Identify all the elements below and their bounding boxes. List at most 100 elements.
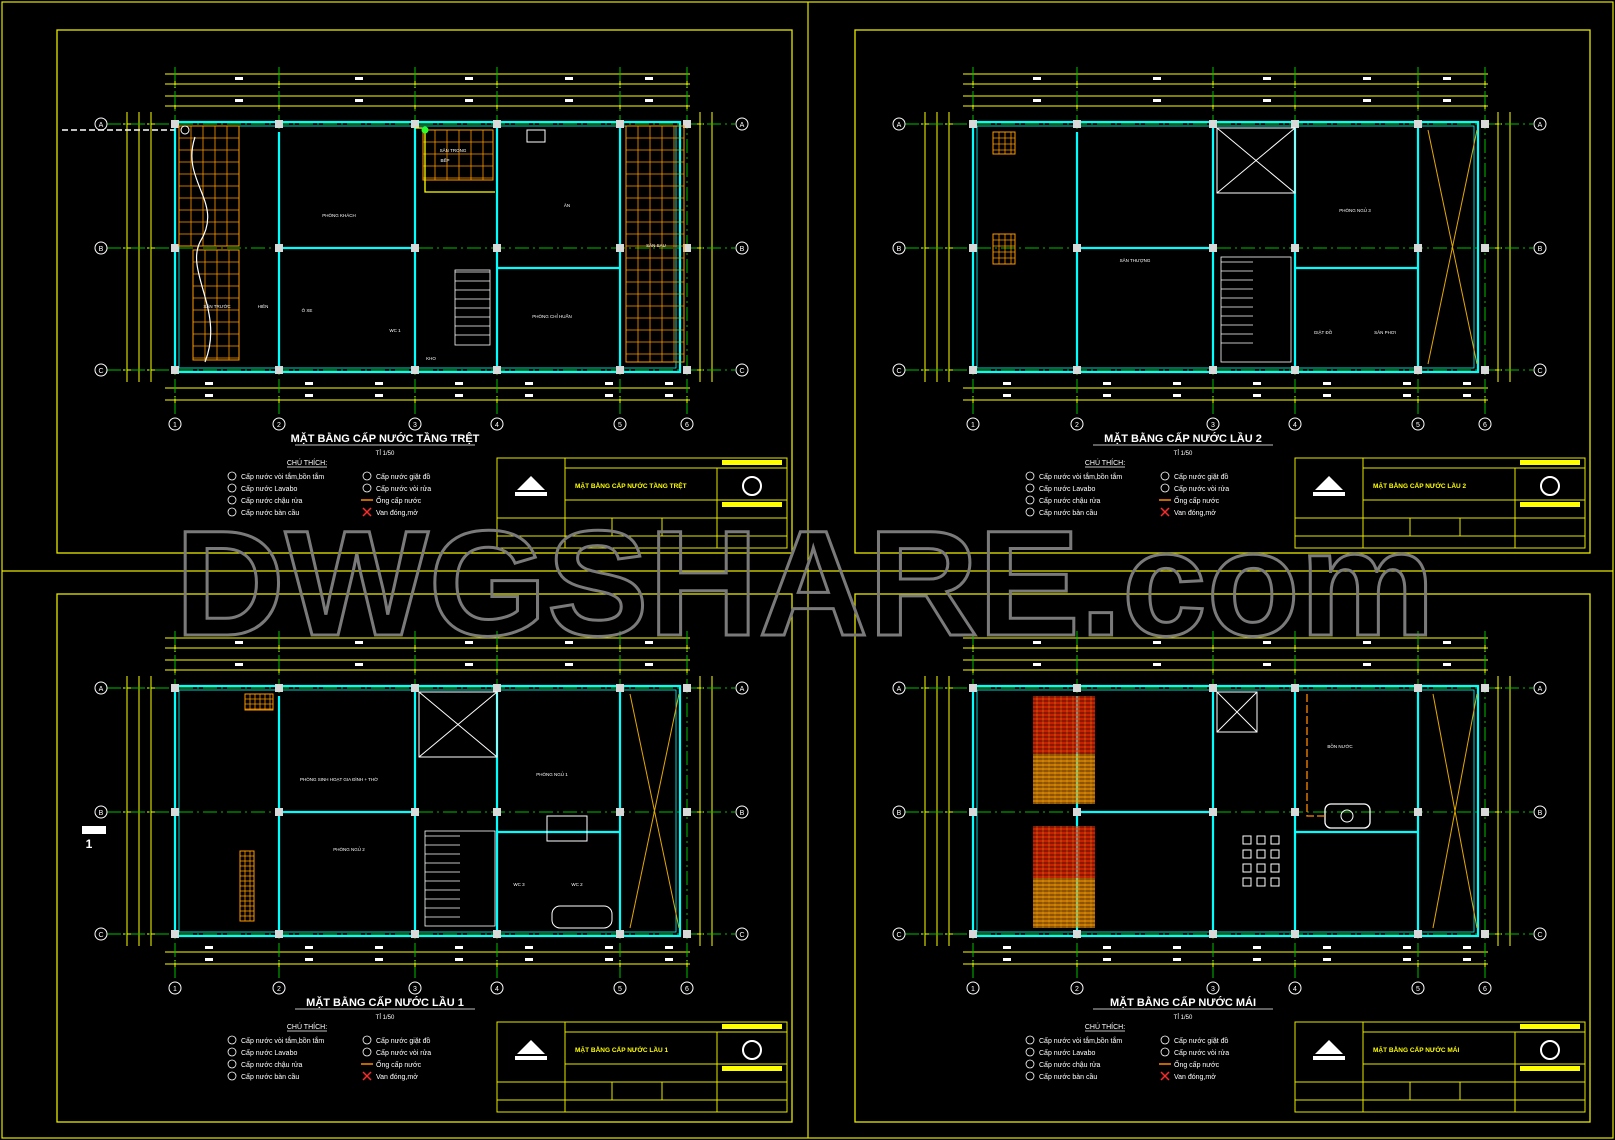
dimension-lines (921, 70, 1514, 404)
sheet-frame (56, 593, 793, 1123)
grid-bubble (408, 417, 422, 431)
grid-bubble (490, 981, 504, 995)
grid-label-x: 5 (1416, 986, 1420, 993)
grid-bubble (892, 117, 906, 131)
fixture-legend-icon (227, 1047, 237, 1057)
grid-label-x: 3 (1211, 986, 1215, 993)
grid-bubble (168, 417, 182, 431)
sink-icon (526, 129, 546, 143)
grid-label-y: A (1538, 122, 1543, 129)
void-opening (1216, 691, 1258, 733)
title-block (1294, 1021, 1586, 1113)
grid-bubble (1206, 981, 1220, 995)
room-label: SÂN THƯỢNG (1120, 257, 1151, 263)
grid-label-x: 2 (1075, 422, 1079, 429)
grid-bubble (680, 981, 694, 995)
legend-heading: CHÚ THÍCH: (1085, 458, 1125, 467)
legend-item-label: Cấp nước vòi tắm,bồn tắm (1039, 472, 1122, 481)
room-label: PHÒNG NGỦ 3 (1339, 207, 1371, 213)
company-logo-icon (1313, 492, 1345, 496)
grid-bubble (735, 117, 749, 131)
company-logo-icon (517, 476, 545, 490)
legend-item-label: Cấp nước chậu rửa (241, 1060, 303, 1069)
floor-tile-hatch (422, 129, 494, 181)
meter-icon (180, 125, 190, 135)
room-label: KHO (426, 356, 436, 361)
legend-item-label: Ống cấp nước (1174, 495, 1220, 505)
fixture-legend-icon (227, 471, 237, 481)
grid-label-y: C (896, 932, 901, 939)
grid-label-x: 2 (277, 986, 281, 993)
company-logo-icon (517, 1040, 545, 1054)
fixture-legend-icon (227, 483, 237, 493)
fixture-legend-icon (362, 1047, 372, 1057)
section-mark (82, 826, 106, 834)
sheet-scale: TỈ 1/50 (1174, 1014, 1193, 1021)
titleblock-bar (722, 502, 782, 507)
grid-label-y: C (1537, 368, 1542, 375)
floor-tile-hatch (178, 125, 240, 247)
fixture-legend-icon (1160, 471, 1170, 481)
grid-bubble (613, 417, 627, 431)
grid-bubble (94, 363, 108, 377)
fixture-legend-icon (1025, 483, 1035, 493)
room-label: PHÒNG SINH HOẠT GIA ĐÌNH + THỜ (300, 776, 378, 782)
fixture-legend-icon (227, 1071, 237, 1081)
legend-item-label: Van đóng,mở (376, 1073, 418, 1081)
void-cross (1216, 127, 1296, 194)
room-label: WC 1 (389, 328, 401, 333)
valve-legend-icon (1160, 1071, 1170, 1081)
void-cross (1216, 691, 1258, 733)
fixture-legend-icon (362, 471, 372, 481)
room-label: BẾP (440, 157, 449, 163)
sheet-number-circle (742, 1040, 762, 1060)
void-opening (418, 691, 498, 758)
fixture-legend-icon (227, 1059, 237, 1069)
sheet-title: MẶT BẰNG CẤP NƯỚC LẦU 2 (1104, 432, 1262, 445)
section-mark-label: 1 (86, 837, 93, 851)
fixture-legend-icon (227, 1035, 237, 1045)
fixture-legend-icon (1160, 1047, 1170, 1057)
grid-label-y: B (1538, 246, 1543, 253)
grid-label-y: C (98, 368, 103, 375)
grid-bubble (892, 241, 906, 255)
grid-bubble (1288, 981, 1302, 995)
watermark: DWGSHARE.com (175, 499, 1435, 667)
sheet-scale: TỈ 1/50 (376, 450, 395, 457)
fixture-legend-icon (1025, 1059, 1035, 1069)
columns (171, 120, 691, 374)
grid-bubble (1411, 417, 1425, 431)
legend-heading: CHÚ THÍCH: (287, 458, 327, 467)
legend-item-label: Cấp nước bàn cầu (1039, 1072, 1097, 1081)
company-logo-icon (1315, 1040, 1343, 1054)
grid-bubble (892, 927, 906, 941)
grid-bubble (735, 363, 749, 377)
grid-label-y: C (739, 368, 744, 375)
legend-item-label: Van đóng,mở (376, 509, 418, 517)
legend-item-label: Cấp nước giặt đồ (376, 1036, 431, 1045)
fixture-icon (546, 815, 588, 842)
room-label: SÂN SAU (646, 242, 666, 248)
grid-bubble (408, 981, 422, 995)
grid-bubble (168, 981, 182, 995)
titleblock-drawing-name: MẶT BẰNG CẤP NƯỚC MÁI (1373, 1044, 1459, 1054)
sheet-frame (56, 29, 793, 554)
grid-bubble (1411, 981, 1425, 995)
grid-bubble (1478, 417, 1492, 431)
grid-bubble (1533, 241, 1547, 255)
grid-label-x: 1 (971, 422, 975, 429)
grid-bubble (94, 681, 108, 695)
roof-tile-hatch (1033, 754, 1095, 804)
room-label: HIÊN (258, 302, 269, 309)
titleblock-bar (1520, 1024, 1580, 1029)
grid-label-x: 5 (618, 986, 622, 993)
legend-item-label: Van đóng,mở (1174, 1073, 1216, 1081)
grid-bubble (1533, 805, 1547, 819)
grid-label-y: A (897, 686, 902, 693)
sheet-number-circle (742, 476, 762, 496)
grid-bubble (94, 805, 108, 819)
fixture-legend-icon (1025, 1035, 1035, 1045)
